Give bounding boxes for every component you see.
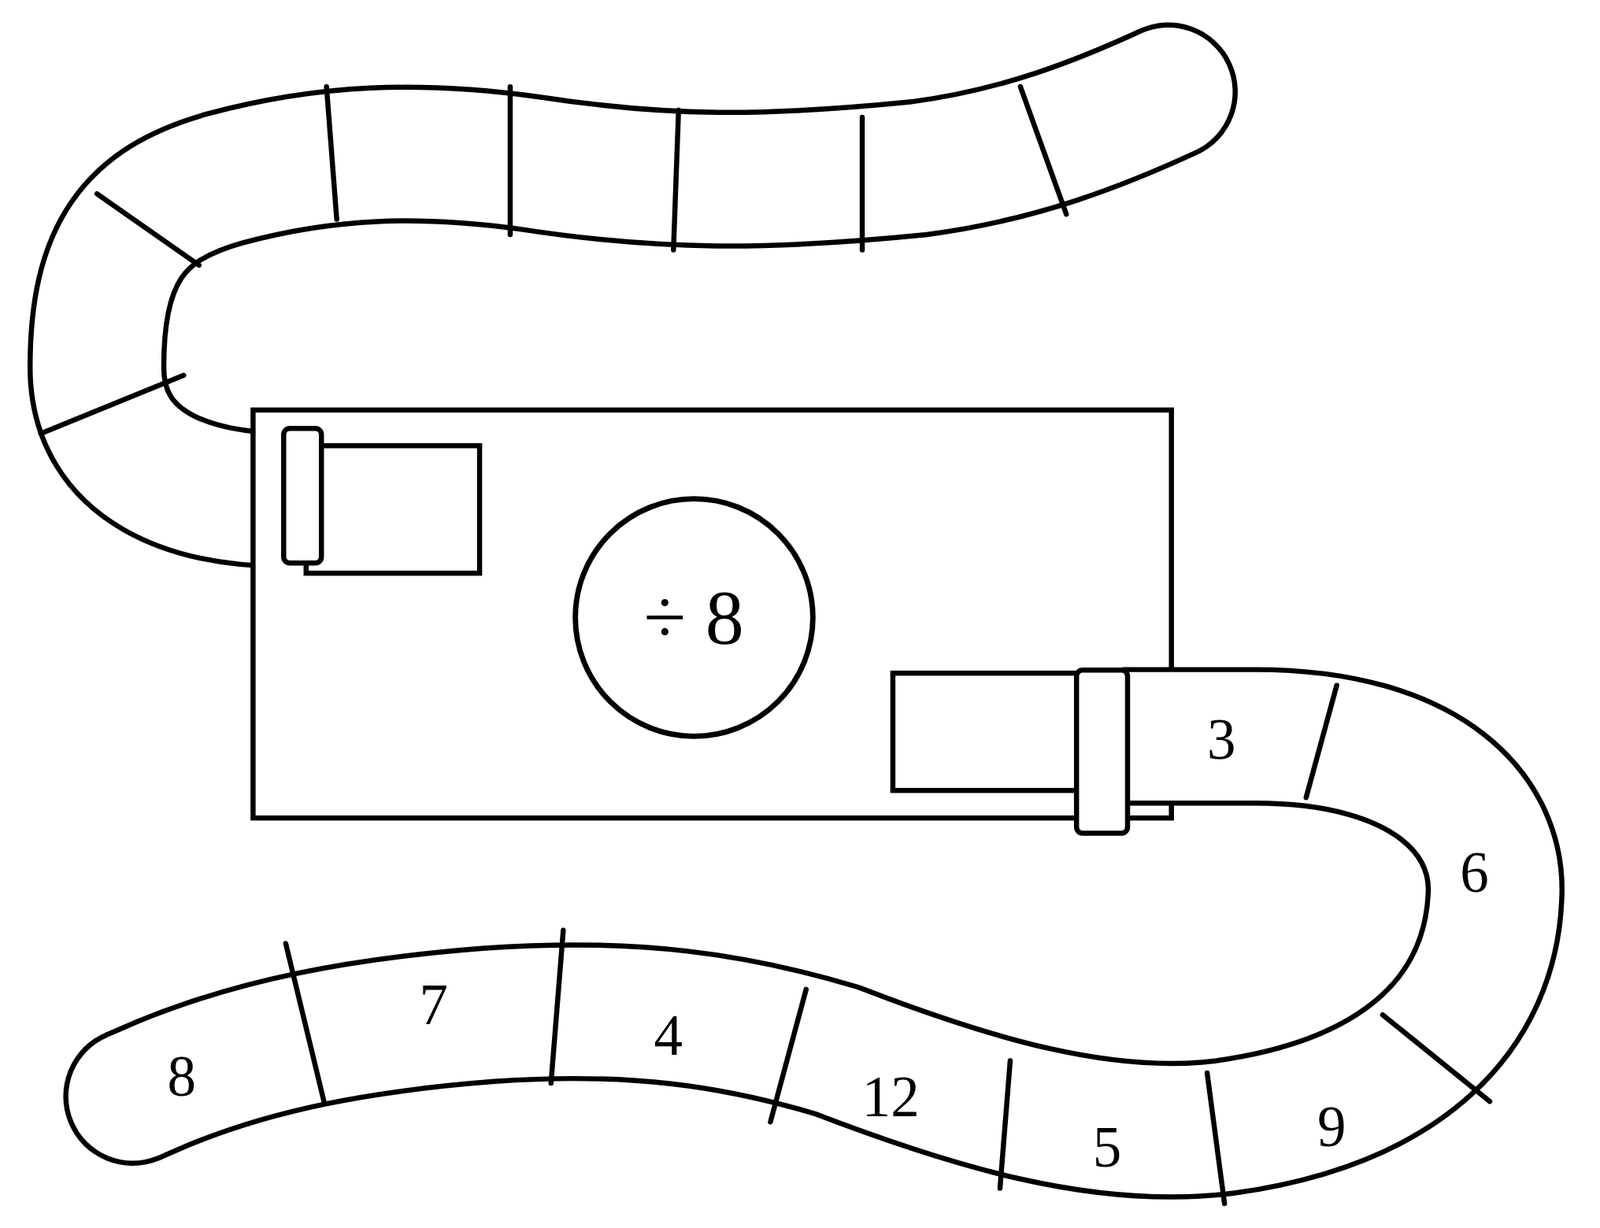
function-machine (252, 410, 1171, 819)
cell-number: 5 (1092, 1118, 1123, 1177)
snake-band (62, 736, 1495, 1166)
path-cell: 4 (650, 1003, 688, 1069)
path-cell: 5 (1088, 1114, 1126, 1181)
cell-number: 6 (1459, 844, 1489, 902)
output-slot (1076, 670, 1128, 834)
path-cell: 9 (1313, 1094, 1351, 1160)
cell-number: 12 (862, 1068, 920, 1126)
circle-outline (574, 498, 813, 737)
cell-number: 3 (1207, 711, 1237, 769)
cell-number: 4 (654, 1007, 684, 1065)
path-cell: 8 (162, 1044, 200, 1110)
path-cell: 12 (858, 1064, 924, 1130)
operation-label: ÷ 8 (644, 578, 745, 656)
input-tray (306, 445, 480, 574)
path-cell: 6 (1455, 840, 1493, 906)
path-cell: 3 (1203, 707, 1241, 773)
cell-number: 9 (1317, 1098, 1347, 1156)
output-tray (892, 673, 1087, 791)
cell-number: 7 (419, 976, 449, 1034)
path-cell: 7 (415, 972, 453, 1038)
input-slot (283, 428, 322, 563)
cell-divider (285, 685, 1490, 1204)
operation-circle: ÷ 8 (571, 495, 817, 741)
cell-divider (40, 86, 1067, 434)
cell-number: 8 (166, 1048, 197, 1106)
